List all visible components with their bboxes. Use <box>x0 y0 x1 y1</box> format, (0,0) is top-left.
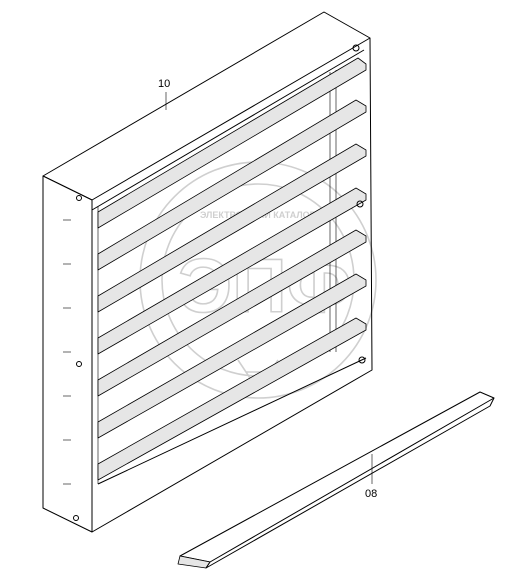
part-label-10: 10 <box>158 78 170 90</box>
louvre-blade <box>97 143 367 313</box>
louvre-blade <box>97 99 367 271</box>
frame-left-face <box>42 175 93 533</box>
louvre-blade <box>97 273 367 439</box>
strip-top-face <box>179 391 495 563</box>
louvre-blade <box>97 57 367 229</box>
louvre-blades <box>97 57 367 481</box>
sealing-strip <box>177 391 495 569</box>
louvre-blade <box>97 229 367 397</box>
louvre-blade <box>97 317 367 481</box>
frame-fasteners <box>63 44 366 521</box>
louvre-frame <box>42 11 373 533</box>
part-label-08: 08 <box>365 488 377 500</box>
louvre-blade <box>97 187 367 355</box>
